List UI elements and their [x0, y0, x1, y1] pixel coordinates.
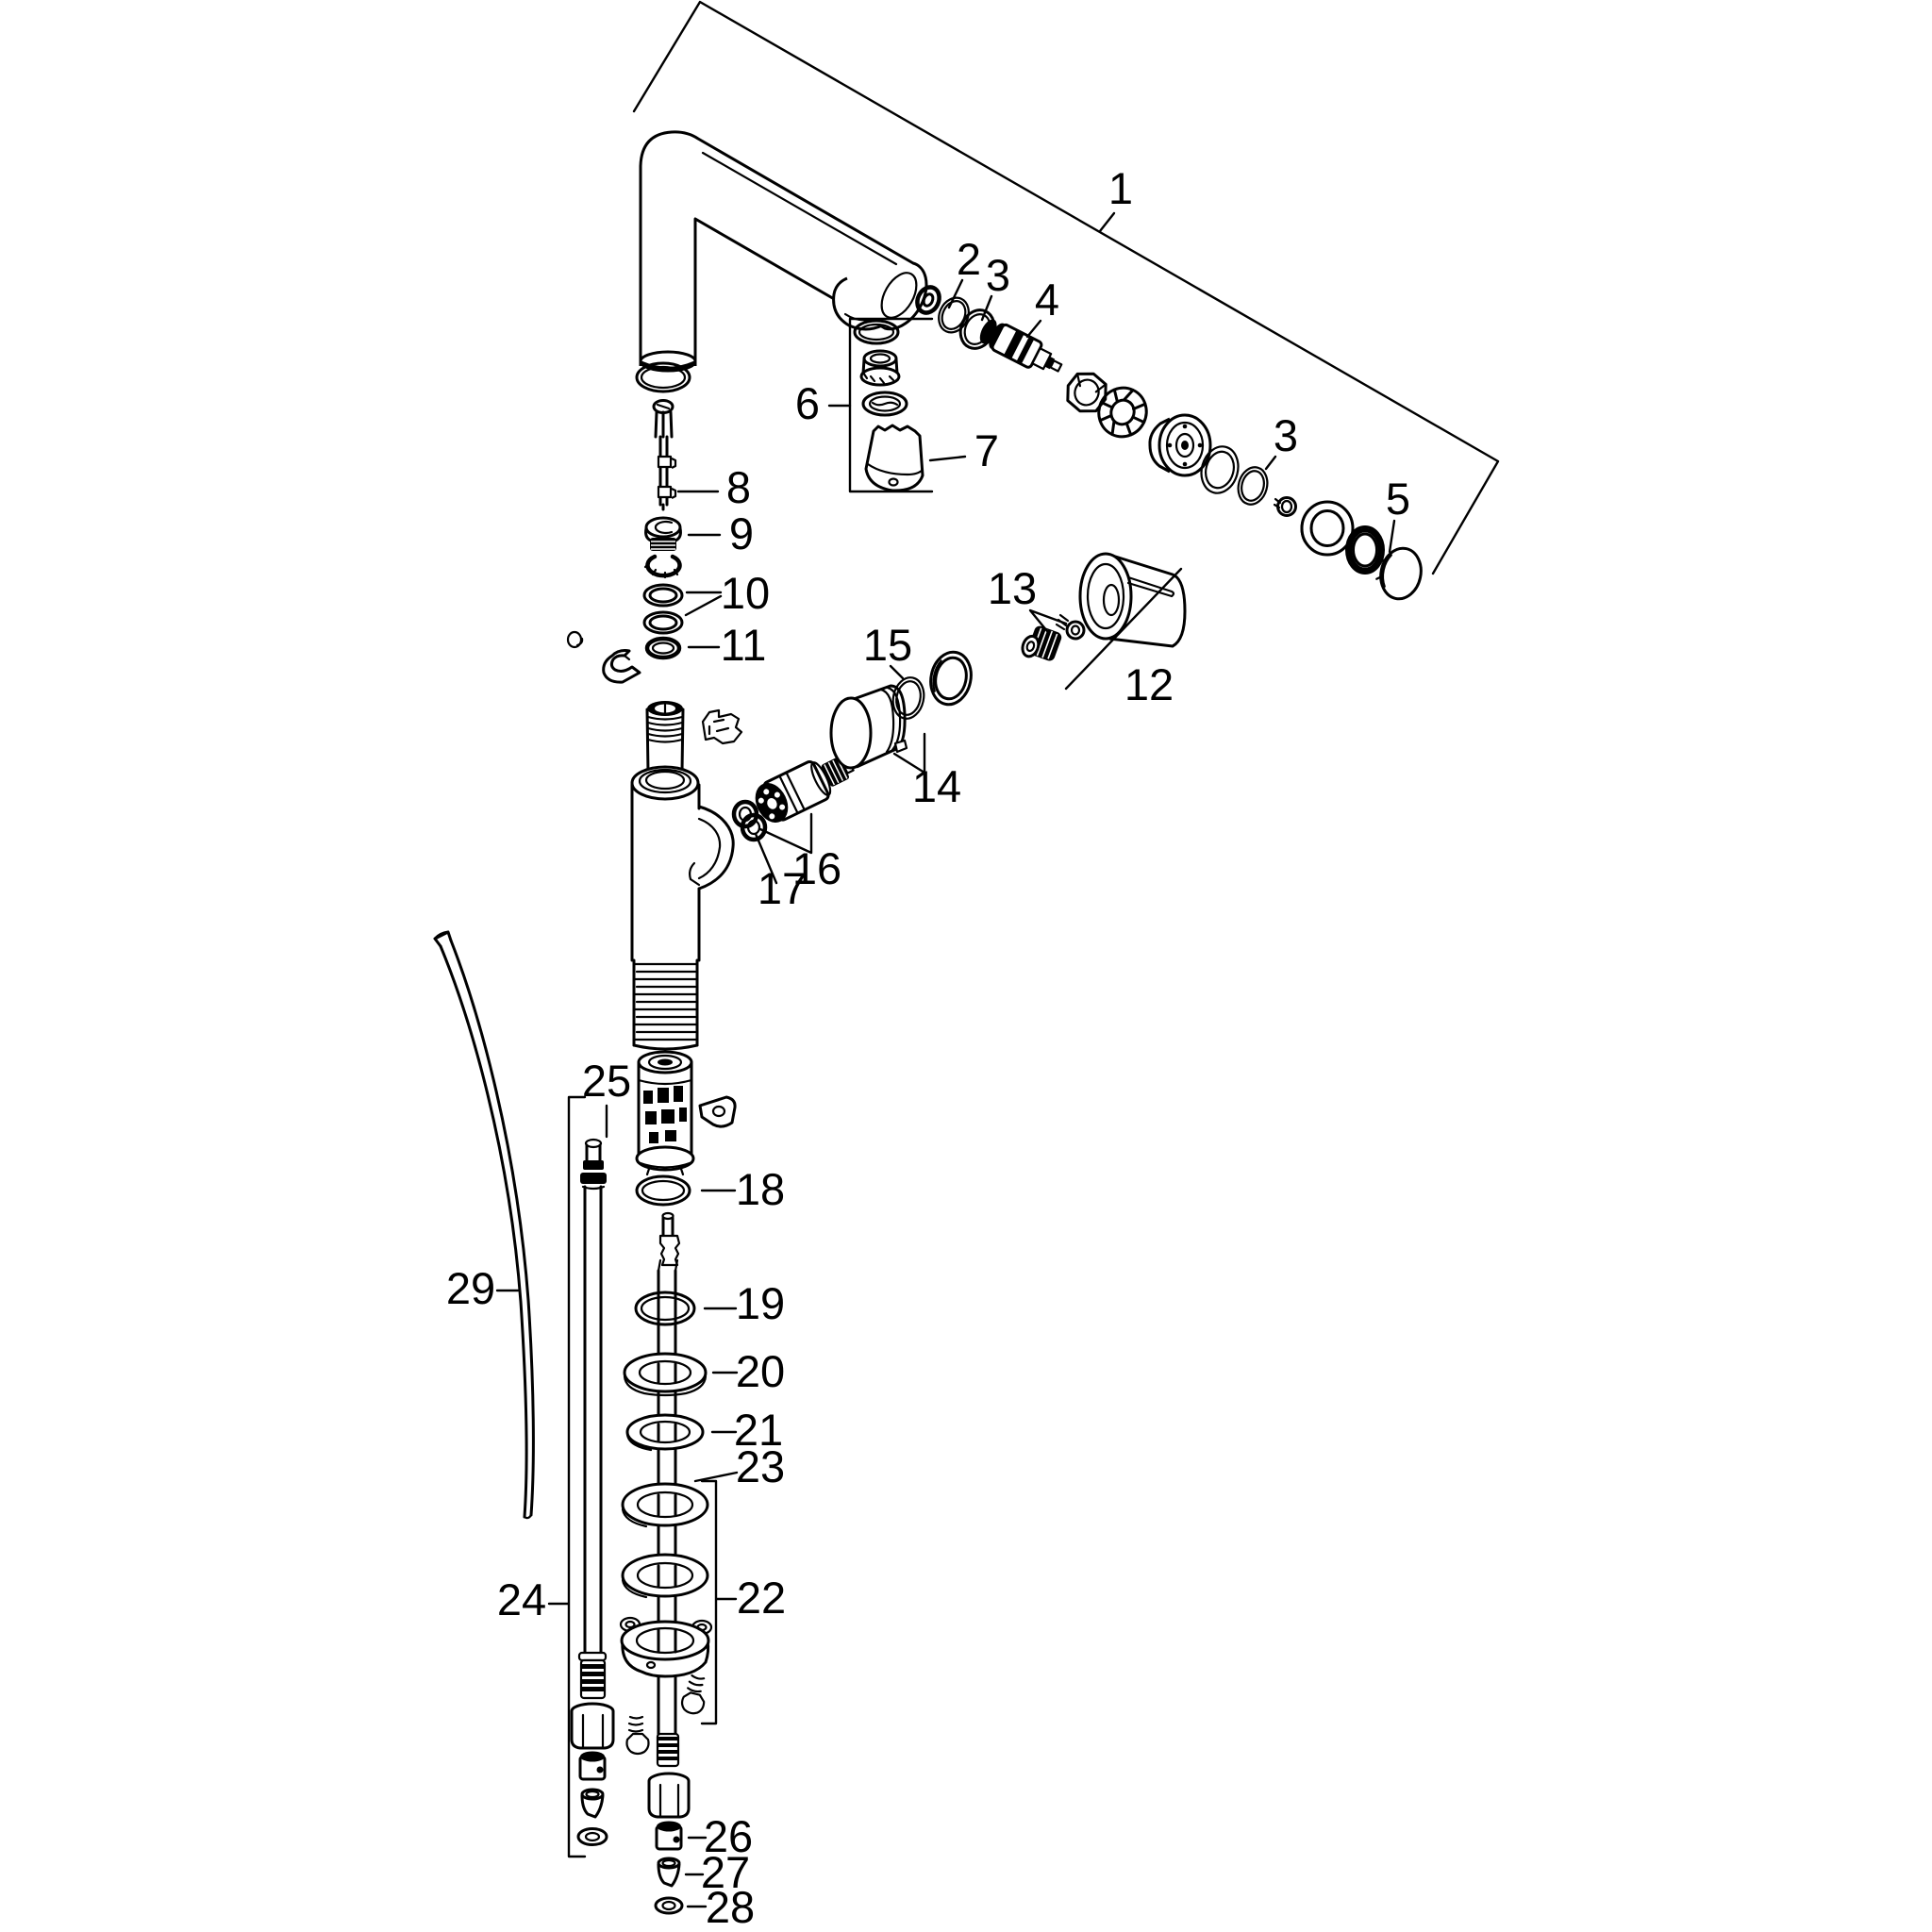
- fixing-screw-right: [680, 1674, 706, 1715]
- spout-base-o-ring: [635, 361, 691, 393]
- part-label-6: 6: [795, 378, 820, 428]
- faucet-body: [630, 701, 735, 1051]
- washer-part-22: [621, 1553, 709, 1599]
- part-label-24: 24: [497, 1574, 546, 1624]
- part-label-25: 25: [582, 1056, 631, 1106]
- o-ring-part-3b: [1237, 466, 1269, 506]
- part-label-22: 22: [737, 1573, 786, 1623]
- leader-part-16: [758, 812, 813, 855]
- washer-part-21: [625, 1413, 705, 1452]
- part-label-29: 29: [446, 1263, 495, 1313]
- part-label-3b: 3: [1274, 410, 1298, 460]
- leader-part-7: [928, 455, 967, 462]
- o-ring-part-11: [644, 636, 682, 660]
- o-ring: [1200, 445, 1240, 494]
- part-labels: 1 2 3 4 3 5 6 7 8 9 10 11 12 13 14 15 16…: [446, 163, 1410, 1932]
- part-label-10: 10: [721, 568, 770, 618]
- part-26: [655, 1821, 683, 1851]
- part-label-12: 12: [1124, 659, 1174, 709]
- retainer-button: [566, 630, 584, 649]
- spray-head-part-7: [864, 424, 924, 492]
- outlet-pipe-end: [647, 1732, 691, 1819]
- o-ring-part-15: [891, 676, 925, 720]
- diverter-rod-part-8: [652, 399, 677, 511]
- part-27: [657, 1857, 681, 1888]
- supply-hose: [570, 1138, 615, 1750]
- part-label-9: 9: [729, 508, 754, 558]
- slip-ring: [643, 554, 682, 579]
- bracket-part-24: [547, 1095, 587, 1858]
- part-label-20: 20: [736, 1346, 785, 1396]
- mounting-flange: [619, 1616, 713, 1678]
- part-label-15: 15: [863, 620, 912, 670]
- bracket-part-22: [700, 1479, 738, 1725]
- handle-screw-part-13: [1055, 613, 1086, 641]
- hex-nut: [1066, 372, 1108, 413]
- threaded-coil-ring: [1097, 386, 1148, 439]
- part-28: [654, 1896, 684, 1915]
- sleeve-part-14: [829, 684, 908, 770]
- o-ring-part-18: [635, 1174, 691, 1207]
- handle-knob-part-12: [1078, 552, 1187, 648]
- part-label-2: 2: [957, 234, 981, 284]
- sleeve-ring-part-14: [929, 650, 973, 707]
- sleeve-ring: [1300, 500, 1355, 557]
- guide-rod-part-29: [433, 930, 535, 1520]
- part-label-14: 14: [912, 761, 961, 811]
- o-ring-dark: [1345, 525, 1385, 575]
- part-label-3a: 3: [986, 250, 1010, 300]
- leader-part-14: [892, 732, 926, 774]
- part-label-26: 26: [704, 1811, 753, 1861]
- leader-part-15: [889, 664, 905, 680]
- part-label-23: 23: [736, 1441, 785, 1491]
- o-rings-part-10: [642, 583, 684, 635]
- supply-hose-seal-kit: [576, 1751, 608, 1846]
- o-ring-part-19: [634, 1291, 696, 1326]
- seal-pair-part-17: [731, 799, 768, 842]
- base-cartridge: [635, 1050, 695, 1176]
- part-label-8: 8: [726, 462, 751, 512]
- part-label-16: 16: [792, 843, 841, 893]
- aerator-insert: [859, 349, 901, 387]
- end-cap-part-5: [1375, 546, 1423, 601]
- part-label-17: 17: [758, 863, 807, 913]
- part-label-13: 13: [988, 563, 1037, 613]
- spout: [639, 130, 928, 373]
- grub-screw: [1273, 496, 1297, 517]
- washer-part-23: [621, 1482, 709, 1528]
- retainer-clip: [602, 649, 641, 684]
- leader-part-17: [754, 832, 778, 885]
- part-label-28: 28: [706, 1882, 755, 1932]
- washer-part-20: [623, 1352, 708, 1397]
- part-label-18: 18: [736, 1164, 785, 1214]
- leader-part-13: [1028, 608, 1068, 633]
- part-label-21: 21: [734, 1405, 783, 1455]
- part-label-19: 19: [736, 1278, 785, 1328]
- part-label-27: 27: [701, 1847, 750, 1897]
- leader-lines: [495, 278, 1396, 1908]
- body-mount-clip: [701, 708, 743, 745]
- part-label-11: 11: [721, 620, 767, 670]
- part-label-7: 7: [974, 425, 999, 475]
- part-label-4: 4: [1035, 275, 1059, 325]
- check-valve-part-4: [979, 319, 1063, 373]
- aerator-ring: [861, 391, 908, 417]
- fixing-screw-left: [625, 1715, 650, 1756]
- leader-part-12: [1064, 567, 1183, 691]
- handle-adapter-part-13: [1021, 625, 1062, 661]
- part-label-1: 1: [1108, 163, 1133, 213]
- aerator-housing: [1148, 413, 1212, 477]
- part-label-5: 5: [1386, 474, 1410, 524]
- cartridge-clip: [698, 1095, 737, 1128]
- aerator-o-ring: [853, 319, 900, 345]
- bushing-part-9: [644, 516, 682, 551]
- leader-part-1: [632, 0, 1500, 575]
- washer-part-2: [915, 285, 941, 315]
